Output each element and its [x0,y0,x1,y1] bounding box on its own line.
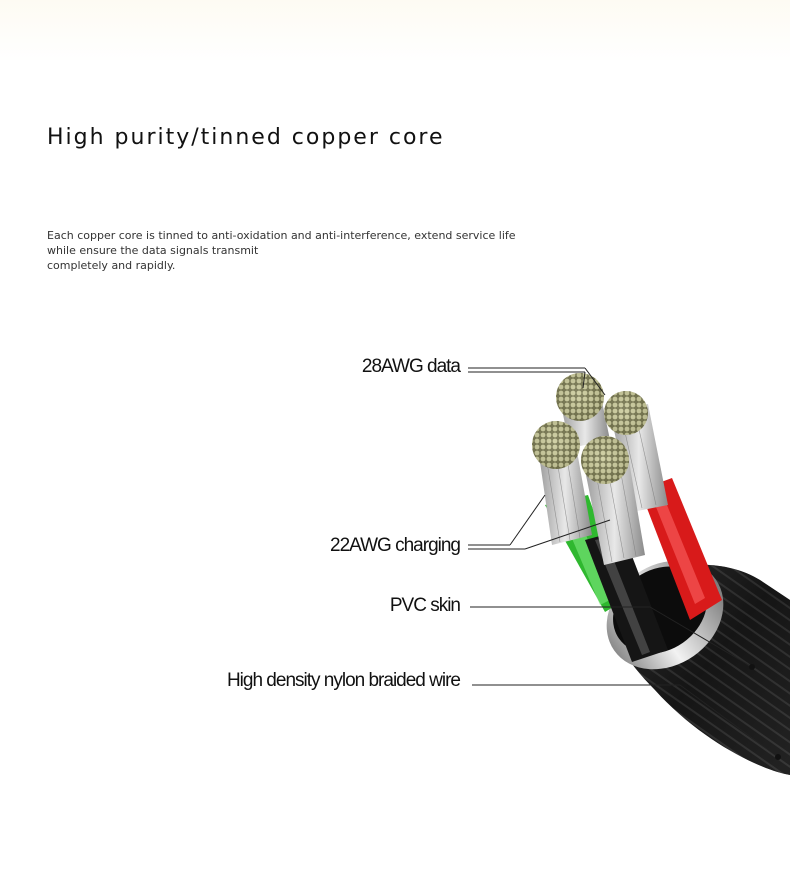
leader-dots [749,664,781,760]
callout-22awg-charging: 22AWG charging [330,535,461,556]
description-line-1: Each copper core is tinned to anti-oxida… [47,229,516,242]
red-charging-wire [640,478,722,620]
callout-pvc-skin: PVC skin [389,595,461,616]
description-line-3: completely and rapidly. [47,259,176,272]
description-line-2: while ensure the data signals transmit [47,244,259,257]
description: Each copper core is tinned to anti-oxida… [47,228,567,273]
headline: High purity/tinned copper core [47,125,445,150]
top-band [0,0,790,62]
leader-lines [468,367,779,758]
callout-nylon-braided-wire: High density nylon braided wire [226,670,461,691]
callout-28awg-data: 28AWG data [361,356,461,377]
tinned-core-ends [532,373,648,484]
